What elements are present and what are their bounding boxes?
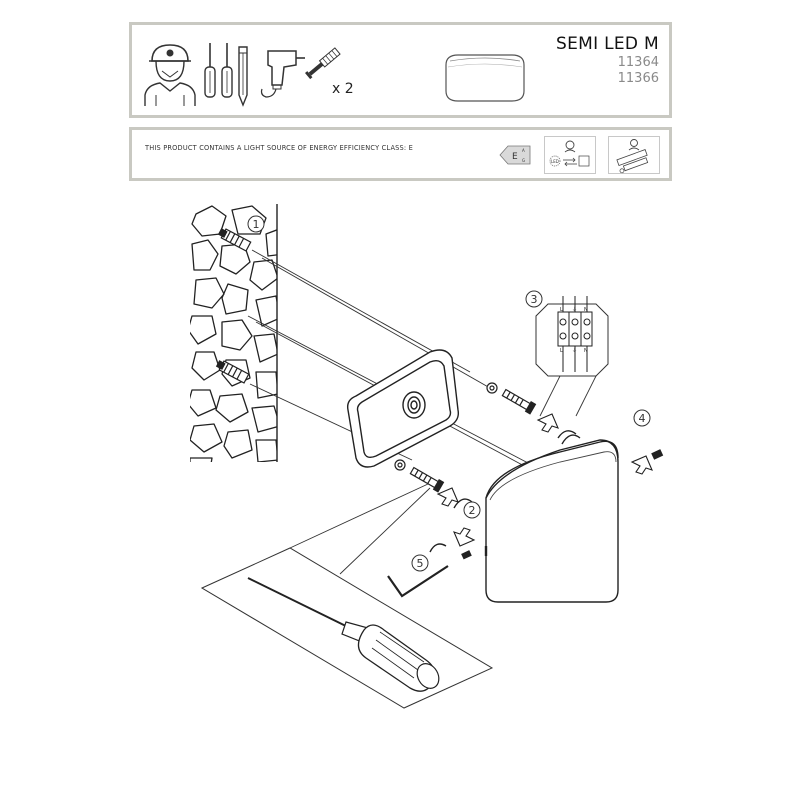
svg-text:⏚: ⏚ <box>572 347 577 354</box>
allen-key-icon <box>387 565 449 598</box>
svg-text:x 2: x 2 <box>332 81 354 97</box>
screwdriver-icon <box>204 43 233 98</box>
lamp-body <box>484 439 619 603</box>
installer-icon <box>144 44 196 106</box>
svg-text:N: N <box>584 307 588 313</box>
step-number: 3 <box>531 293 538 306</box>
led-replaceable-icon: LED <box>544 136 596 174</box>
energy-info-panel: THIS PRODUCT CONTAINS A LIGHT SOURCE OF … <box>129 127 672 181</box>
energy-label-icon: E A G <box>499 145 531 165</box>
step-number: 4 <box>639 412 646 425</box>
svg-text:L: L <box>560 307 563 313</box>
product-info-panel: x 2 SEMI LED M 11364 11366 <box>129 22 672 118</box>
product-code: 11364 <box>617 55 659 70</box>
energy-class-text: THIS PRODUCT CONTAINS A LIGHT SOURCE OF … <box>145 144 414 152</box>
control-gear-replaceable-icon <box>608 136 660 174</box>
wiring-detail: L ⏚ N L ⏚ N <box>535 296 609 417</box>
step-number: 1 <box>253 218 260 231</box>
screwdriver-detail <box>200 483 494 709</box>
mounting-bracket <box>346 349 460 468</box>
screw-plug-icon <box>305 47 341 80</box>
arrow-icon <box>436 413 653 547</box>
svg-text:E: E <box>512 152 518 162</box>
lamp-icon <box>445 54 525 102</box>
step-number: 5 <box>417 557 424 570</box>
wall-plug <box>215 228 252 384</box>
step-number: 2 <box>469 504 476 517</box>
screw <box>394 382 537 493</box>
svg-text:N: N <box>584 348 588 354</box>
quantity-label: x 2 <box>332 81 354 97</box>
product-code: 11366 <box>617 71 659 86</box>
rotate-icon <box>429 430 581 553</box>
drill-icon <box>260 50 305 98</box>
svg-text:LED: LED <box>551 159 559 164</box>
pencil-icon <box>238 46 248 107</box>
svg-text:L: L <box>560 348 563 354</box>
step-marker <box>247 215 651 572</box>
svg-text:A: A <box>522 148 525 153</box>
set-screw <box>461 449 664 560</box>
product-title: SEMI LED M <box>556 34 659 54</box>
svg-text:G: G <box>522 158 525 163</box>
svg-text:⏚: ⏚ <box>572 306 577 313</box>
